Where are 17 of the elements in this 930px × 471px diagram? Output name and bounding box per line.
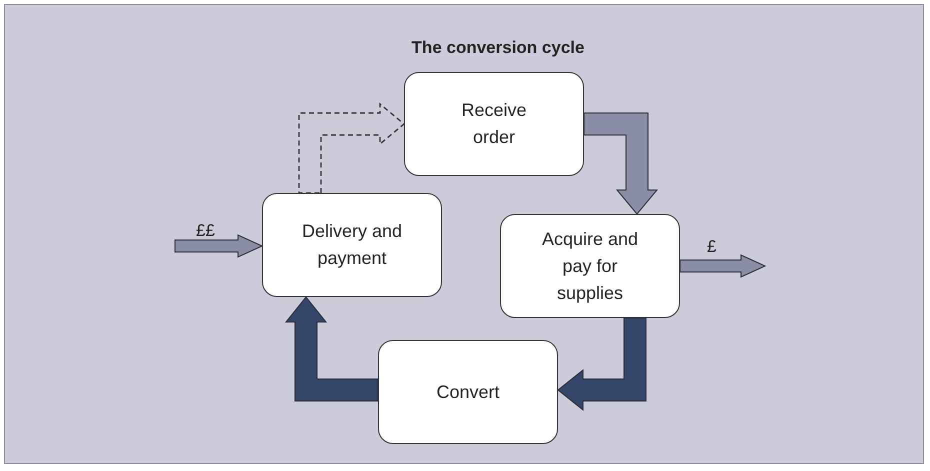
box-label: Acquire and pay for supplies (540, 228, 640, 305)
edge-label: £ (707, 237, 716, 257)
diagram-title: The conversion cycle (410, 38, 586, 58)
box-label: Convert (436, 380, 500, 404)
process-box (262, 193, 442, 297)
process-box (500, 214, 680, 318)
box-label: Receive order (460, 99, 528, 149)
block-arrow (584, 112, 658, 215)
block-arrow (284, 296, 378, 402)
block-arrow (680, 254, 766, 278)
dashed-arrow (298, 102, 406, 194)
block-arrow (557, 318, 646, 412)
process-box (378, 340, 558, 444)
block-arrow (174, 234, 264, 258)
edge-label: ££ (196, 221, 215, 241)
box-label: Delivery and payment (300, 220, 404, 270)
process-box (404, 72, 584, 176)
